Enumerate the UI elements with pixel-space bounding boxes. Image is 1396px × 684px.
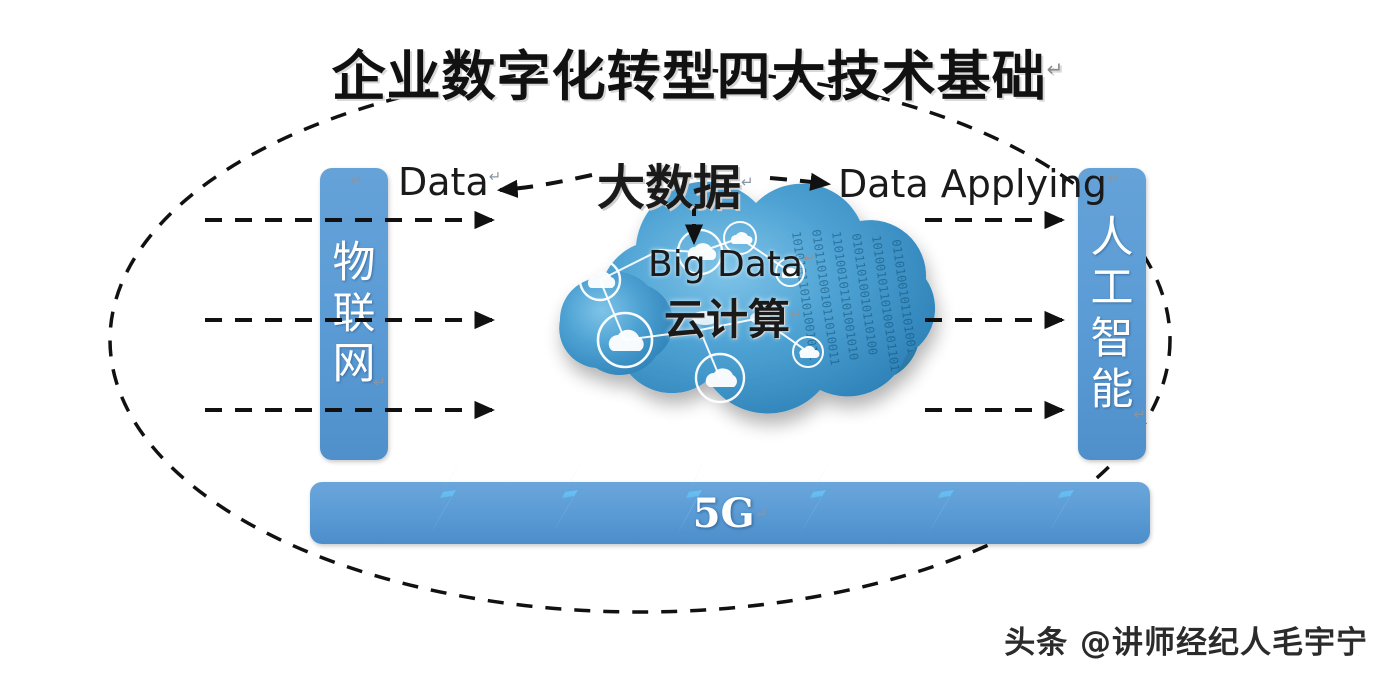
arrow-bigdata-to-data <box>496 173 593 198</box>
bolt-3 <box>676 448 710 536</box>
ai-char-4: 能 <box>1090 364 1134 415</box>
ai-char-3: 智 <box>1090 314 1134 364</box>
ai-bottom-mark: ↵ <box>1133 405 1146 424</box>
bolt-5 <box>928 450 962 534</box>
iot-top-mark: ↵ <box>350 171 363 189</box>
ai-char-2: 工 <box>1090 263 1134 314</box>
label-big-data-en-mark: ↵ <box>802 249 816 267</box>
label-cloud-computing-mark: ↵ <box>790 305 803 323</box>
label-data-inbound-mark: ↵ <box>488 167 502 186</box>
ai-char-1: 人 <box>1090 212 1134 263</box>
title-paragraph-mark: ↵ <box>1046 57 1065 81</box>
label-big-data-cn-text: 大数据 <box>597 160 742 216</box>
page-title: 企业数字化转型四大技术基础↵ <box>0 32 1396 111</box>
bolt-4 <box>800 452 834 534</box>
label-big-data-cn-mark: ↵ <box>741 173 754 191</box>
iot-bottom-mark: ↵ <box>373 373 386 392</box>
pillar-artificial-intelligence[interactable]: 人 工 智 能 ↵ <box>1078 168 1146 460</box>
bolt-1 <box>430 452 464 534</box>
iot-char-2: 联 <box>332 288 376 339</box>
foundation-mark: ↵ <box>754 504 768 522</box>
iot-char-1: 物 <box>332 237 376 288</box>
page-title-text: 企业数字化转型四大技术基础 <box>331 45 1047 108</box>
pillar-internet-of-things[interactable]: ↵ 物 联 网 ↵ <box>320 168 388 460</box>
label-big-data-en-text: Big Data <box>648 244 803 285</box>
foundation-bar-label: 5G <box>692 489 755 537</box>
bolt-6 <box>1048 450 1082 534</box>
label-data-applying-text: Data Applying <box>838 162 1107 206</box>
label-data-applying: Data Applying↵ <box>838 162 1119 206</box>
label-data-inbound: Data↵ <box>398 160 501 204</box>
watermark: 头条 @讲师经纪人毛宇宁 <box>1004 617 1368 662</box>
label-big-data-en: Big Data↵ <box>648 244 816 285</box>
bolt-2 <box>552 452 586 534</box>
iot-char-3: 网 <box>332 339 376 390</box>
watermark-text: 头条 @讲师经纪人毛宇宁 <box>1004 625 1368 661</box>
label-data-applying-mark: ↵ <box>1106 169 1120 188</box>
label-big-data-cn: 大数据↵ <box>597 148 754 218</box>
label-data-inbound-text: Data <box>398 160 489 204</box>
label-cloud-computing: 云计算↵ <box>664 286 803 347</box>
label-cloud-computing-text: 云计算 <box>664 295 791 344</box>
foundation-bar-label-wrap: 5G↵ <box>310 482 1150 544</box>
arrow-bigdata-to-applying <box>769 172 832 191</box>
